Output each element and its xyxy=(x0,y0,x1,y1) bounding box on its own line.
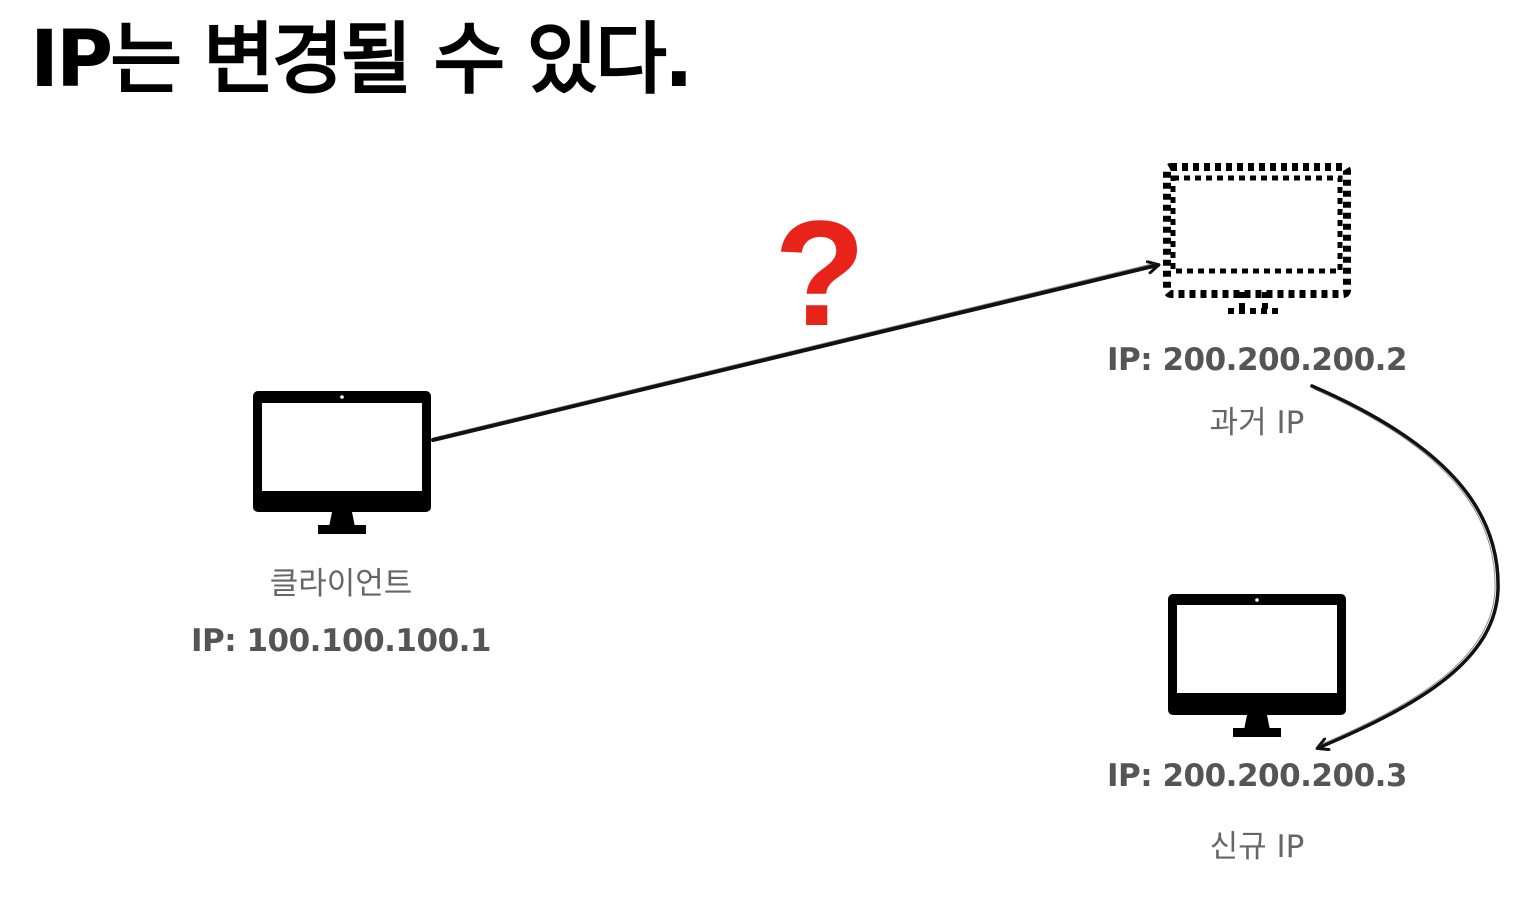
new-server-name-label: 신규 IP xyxy=(1209,829,1305,865)
new-server-ip-label: IP: 200.200.200.3 xyxy=(1107,758,1407,794)
old-server-name-label: 과거 IP xyxy=(1209,405,1305,441)
new-server-monitor-icon xyxy=(1168,594,1346,737)
old-server-ip-label: IP: 200.200.200.2 xyxy=(1107,342,1407,378)
question-mark: ? xyxy=(774,189,866,357)
client-ip-label: IP: 100.100.100.1 xyxy=(191,623,491,659)
arrow-client-to-old-server xyxy=(431,265,1158,442)
arrow-old-to-new-server xyxy=(1310,384,1500,748)
client-monitor-icon xyxy=(253,391,431,534)
old-server-monitor-dotted-icon xyxy=(1163,163,1351,314)
page-title: IP는 변경될 수 있다. xyxy=(30,15,694,105)
client-name-label: 클라이언트 xyxy=(269,566,413,602)
